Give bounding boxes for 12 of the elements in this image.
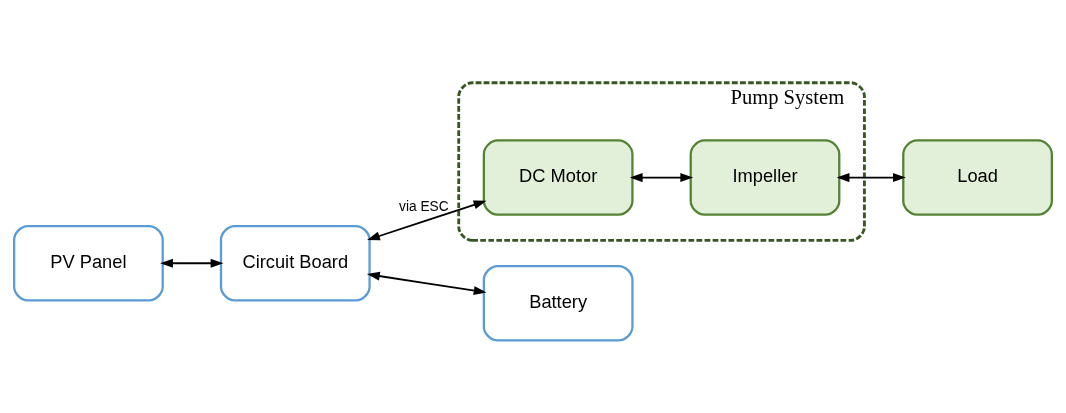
node-box: DC Motor [482,138,634,216]
arrow [366,271,487,295]
arrow [160,258,224,268]
edge-label: via ESC [399,198,449,214]
node-box: Battery [482,264,634,342]
arrow [367,200,487,240]
arrow [629,172,694,182]
arrow [836,172,906,182]
node-box: Impeller [689,138,841,216]
node-box: PV Panel [13,224,164,302]
node-box: Load [902,138,1053,216]
node-box: Circuit Board [219,224,371,302]
